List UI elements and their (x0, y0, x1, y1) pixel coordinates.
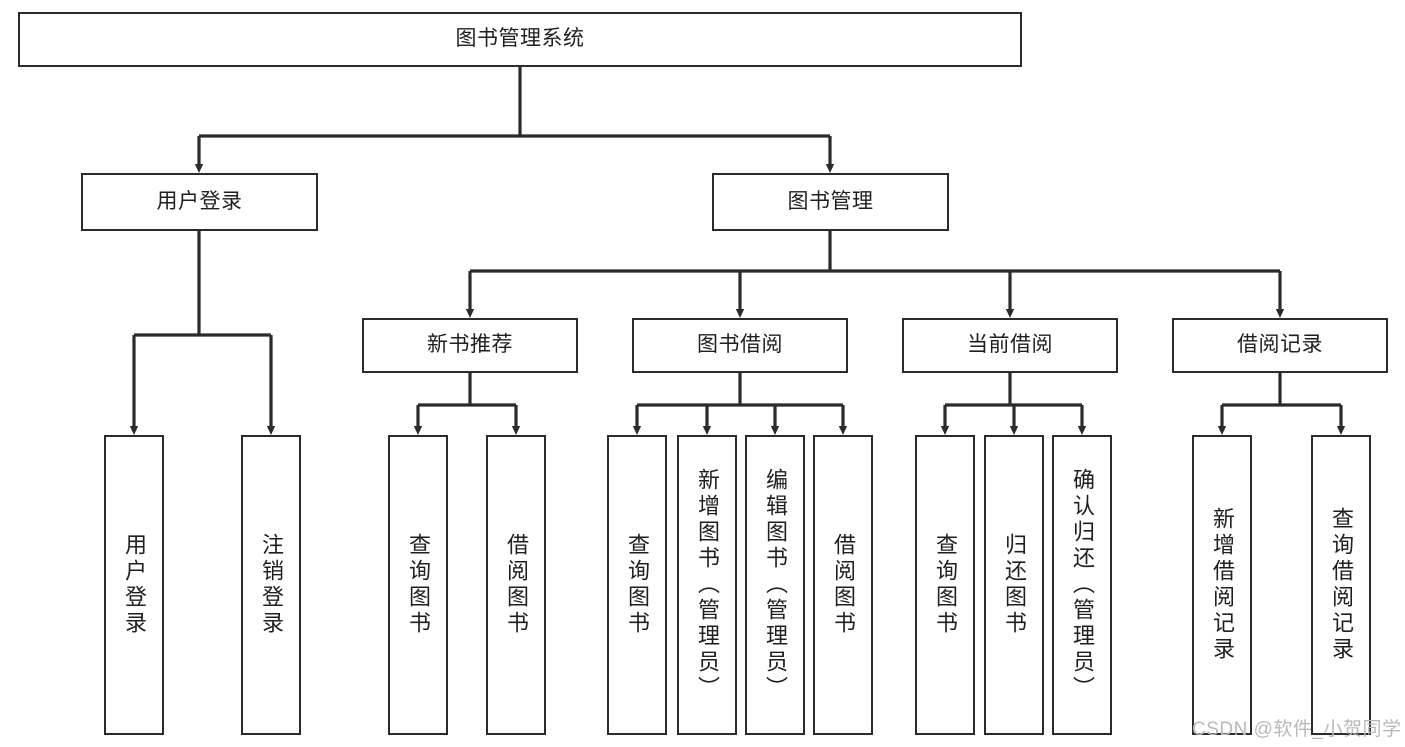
node-leaf-logout[interactable]: 注销登录 (241, 435, 301, 735)
node-book-manage[interactable]: 图书管理 (712, 173, 949, 231)
node-leaf-user-login[interactable]: 用户登录 (104, 435, 164, 735)
node-leaf-query-book-2-label: 查询图书 (625, 533, 650, 637)
node-leaf-confirm-return-label: 确认归还（管理员） (1070, 468, 1095, 702)
node-borrow-record[interactable]: 借阅记录 (1172, 318, 1388, 373)
node-leaf-query-book-3-label: 查询图书 (933, 533, 958, 637)
node-book-borrow-label: 图书借阅 (697, 333, 783, 357)
node-leaf-return-book[interactable]: 归还图书 (984, 435, 1044, 735)
node-leaf-logout-label: 注销登录 (259, 533, 284, 637)
node-user-login[interactable]: 用户登录 (81, 173, 318, 231)
node-leaf-add-book-label: 新增图书（管理员） (695, 468, 720, 702)
node-leaf-user-login-label: 用户登录 (122, 533, 147, 637)
node-leaf-add-book[interactable]: 新增图书（管理员） (677, 435, 737, 735)
node-leaf-add-record[interactable]: 新增借阅记录 (1192, 435, 1252, 735)
node-leaf-edit-book-label: 编辑图书（管理员） (763, 468, 788, 702)
node-leaf-query-book-3[interactable]: 查询图书 (915, 435, 975, 735)
node-leaf-edit-book[interactable]: 编辑图书（管理员） (745, 435, 805, 735)
node-root-label: 图书管理系统 (455, 27, 585, 51)
node-leaf-query-record-label: 查询借阅记录 (1329, 507, 1354, 663)
node-new-book-recommend[interactable]: 新书推荐 (362, 318, 578, 373)
node-leaf-query-record[interactable]: 查询借阅记录 (1311, 435, 1371, 735)
node-leaf-borrow-book-1[interactable]: 借阅图书 (486, 435, 546, 735)
node-book-manage-label: 图书管理 (787, 189, 874, 213)
node-leaf-add-record-label: 新增借阅记录 (1210, 507, 1235, 663)
node-leaf-borrow-book-1-label: 借阅图书 (504, 533, 529, 637)
node-leaf-borrow-book-2-label: 借阅图书 (831, 533, 856, 637)
node-borrow-record-label: 借阅记录 (1237, 333, 1323, 357)
node-leaf-query-book-1[interactable]: 查询图书 (388, 435, 448, 735)
node-leaf-return-book-label: 归还图书 (1002, 533, 1027, 637)
node-user-login-label: 用户登录 (156, 189, 243, 213)
node-book-borrow[interactable]: 图书借阅 (632, 318, 848, 373)
node-leaf-confirm-return[interactable]: 确认归还（管理员） (1052, 435, 1112, 735)
node-root[interactable]: 图书管理系统 (18, 12, 1022, 67)
node-current-borrow-label: 当前借阅 (967, 333, 1053, 357)
node-leaf-borrow-book-2[interactable]: 借阅图书 (813, 435, 873, 735)
node-leaf-query-book-2[interactable]: 查询图书 (607, 435, 667, 735)
node-new-book-recommend-label: 新书推荐 (427, 333, 513, 357)
node-current-borrow[interactable]: 当前借阅 (902, 318, 1118, 373)
node-leaf-query-book-1-label: 查询图书 (406, 533, 431, 637)
